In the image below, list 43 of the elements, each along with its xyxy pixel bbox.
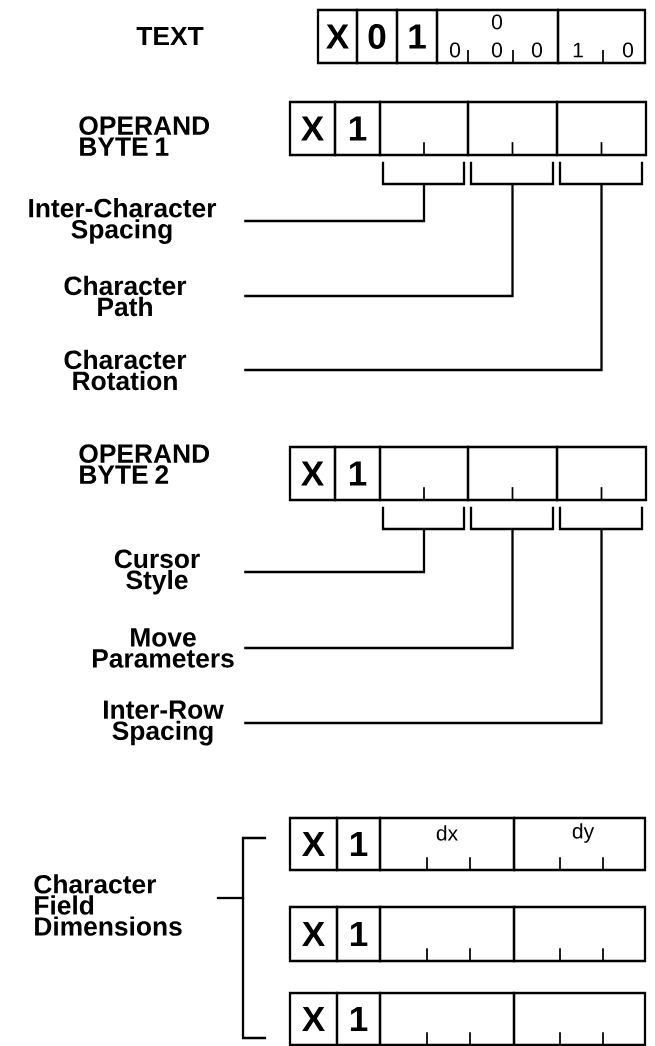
- bit-cell: X: [288, 905, 339, 963]
- bit-cell: 1: [335, 816, 382, 872]
- bit-field: [466, 100, 559, 157]
- bit-cell: 1: [395, 8, 439, 65]
- bit-cell: X: [288, 991, 339, 1046]
- bit-cell: X: [288, 100, 337, 157]
- bit-field: dy: [512, 816, 647, 872]
- bit-cell: 1: [335, 991, 382, 1046]
- bit-field: [378, 991, 516, 1046]
- row-label: TEXT: [136, 26, 204, 46]
- leader-line: [244, 529, 603, 725]
- leader-line: [244, 529, 426, 574]
- field-label: Inter-Character Spacing: [29, 198, 217, 244]
- leader-line: [244, 184, 603, 372]
- bit-field: [512, 991, 647, 1046]
- bit-cell: 1: [333, 445, 382, 502]
- bit-field: [555, 445, 648, 502]
- bit-field: [378, 100, 470, 157]
- bit-cell: 0: [355, 8, 399, 65]
- bit-field: [378, 445, 470, 502]
- bit-cell: X: [316, 8, 359, 65]
- bit-field: 0 0 0 0: [435, 8, 560, 65]
- bit-cell: 1: [335, 905, 382, 963]
- field-label: Cursor Style: [114, 549, 200, 595]
- bit-cell: X: [288, 445, 337, 502]
- field-label: Character Rotation: [64, 349, 187, 391]
- leader-line: [244, 184, 514, 298]
- bit-cell: X: [288, 816, 339, 872]
- field-label: Character Path: [64, 275, 187, 317]
- bit-field: [466, 445, 559, 502]
- row-label: OPERAND BYTE 1: [79, 116, 210, 156]
- bit-cell: 1: [333, 100, 382, 157]
- bit-field: [555, 100, 648, 157]
- row-label: OPERAND BYTE 2: [79, 444, 210, 484]
- bit-field: dx: [378, 816, 516, 872]
- field-label: Move Parameters: [92, 628, 234, 668]
- bit-field: [512, 905, 647, 963]
- bit-field: 1 0: [556, 8, 647, 65]
- leader-line: [244, 184, 426, 223]
- leader-line: [244, 529, 514, 650]
- field-label: Inter-Row Spacing: [104, 700, 224, 746]
- row-label: Character Field Dimensions: [34, 874, 182, 936]
- bit-field: [378, 905, 516, 963]
